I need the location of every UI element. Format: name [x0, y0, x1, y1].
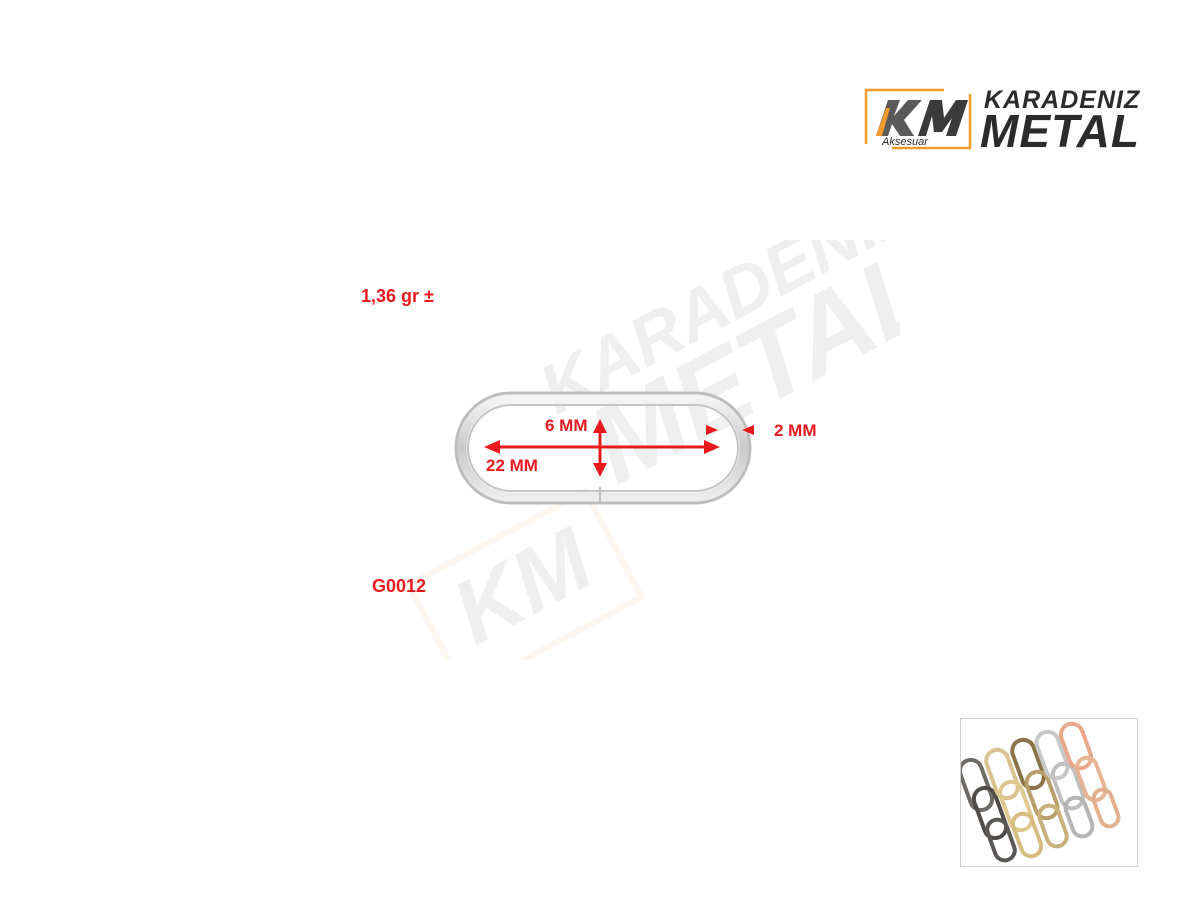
- weight-label: 1,36 gr ±: [361, 286, 434, 306]
- dimension-height-label: 6 MM: [545, 416, 588, 435]
- svg-text:KM: KM: [437, 509, 609, 660]
- dimension-wire-label: 2 MM: [774, 421, 817, 440]
- product-drawing: [440, 385, 800, 525]
- km-logo-icon: [864, 88, 972, 150]
- product-code: G0012: [372, 576, 427, 596]
- brand-name-top: KARADENIZ: [984, 86, 1141, 114]
- product-thumbnail[interactable]: [957, 718, 1138, 867]
- brand-logo: Aksesuar KARADENIZ METAL: [862, 86, 1142, 156]
- brand-name-bottom: METAL: [980, 105, 1141, 157]
- oval-ring-icon: [454, 391, 754, 505]
- dimension-length-label: 22 MM: [486, 456, 538, 475]
- rings-assortment-icon: [957, 721, 1121, 863]
- logo-sub-text: Aksesuar: [882, 136, 928, 148]
